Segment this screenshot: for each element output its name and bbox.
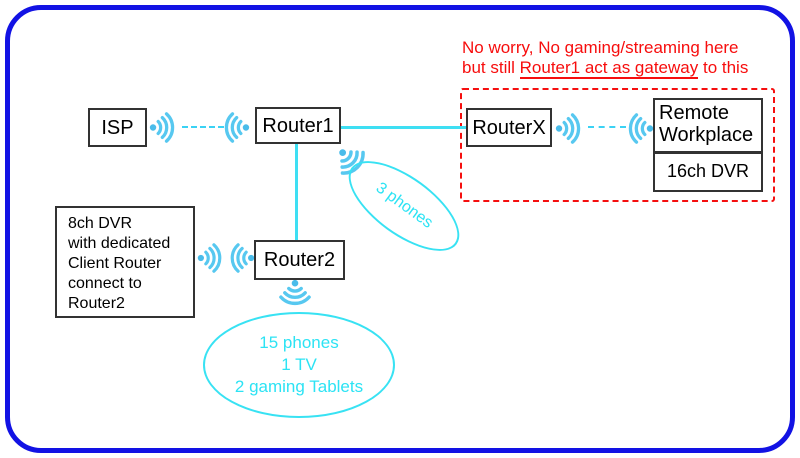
link-router1-router2	[295, 143, 298, 241]
wifi-router2-rx-icon	[226, 243, 256, 273]
wifi-remote-rx-icon	[624, 113, 655, 144]
warning-note-line2-pre: but still	[462, 58, 520, 77]
node-router2: Router2	[254, 240, 345, 280]
link-isp-router1	[182, 126, 224, 128]
node-router1: Router1	[255, 107, 341, 144]
link-routerx-remote	[588, 126, 626, 128]
wifi-isp-tx-icon	[148, 112, 179, 143]
node-routerx: RouterX	[466, 108, 552, 147]
node-isp: ISP	[88, 108, 147, 147]
router2-clients-ellipse: 15 phones 1 TV 2 gaming Tablets	[203, 312, 395, 418]
outer-border	[5, 5, 795, 453]
wifi-router2-broadcast-icon	[279, 278, 311, 310]
warning-note-line2-post: to this	[698, 58, 749, 77]
link-router1-routerx	[341, 126, 466, 129]
wifi-routerx-tx-icon	[554, 113, 585, 144]
warning-note-underlined-text: Router1 act as gateway	[519, 58, 699, 79]
wifi-router1-broadcast-icon	[327, 137, 374, 184]
wifi-router1-rx-icon	[220, 112, 251, 143]
wifi-dvr8-tx-icon	[196, 243, 226, 273]
node-dvr16: 16ch DVR	[653, 152, 763, 192]
remote-group-outline	[460, 88, 775, 202]
warning-note-line2: but still Router1 act as gateway to this	[462, 58, 749, 79]
node-dvr8: 8ch DVR with dedicated Client Router con…	[55, 206, 195, 318]
warning-note: No worry, No gaming/streaming here but s…	[462, 38, 749, 79]
warning-note-line1: No worry, No gaming/streaming here	[462, 38, 739, 57]
node-remote-workplace: Remote Workplace	[653, 98, 763, 153]
